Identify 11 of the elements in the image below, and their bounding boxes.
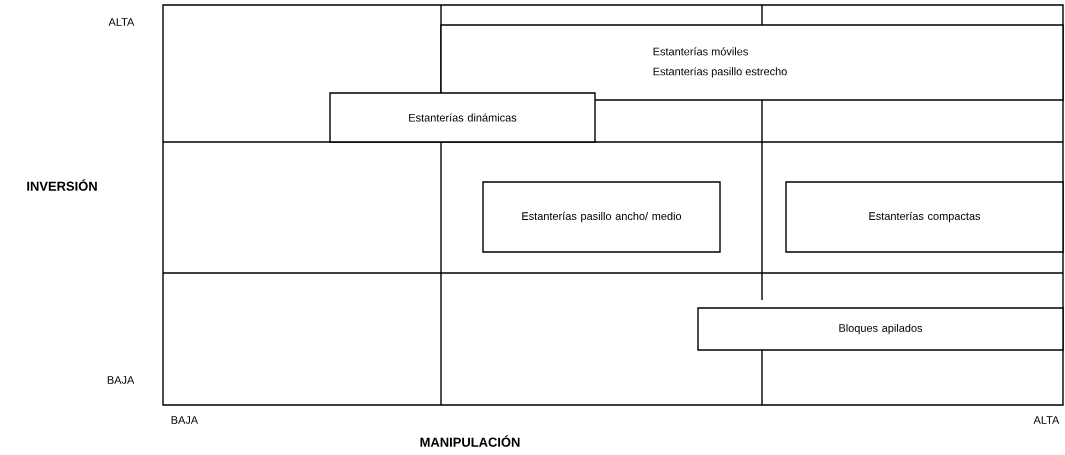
- category-box: Bloques apilados: [697, 307, 1064, 351]
- category-label: Estanterías móviles Estanterías pasillo estrecho: [653, 47, 787, 78]
- axis-label: INVERSIÓN: [27, 179, 97, 191]
- axis-label: ALTA: [1033, 416, 1060, 424]
- axis-label: BAJA: [107, 376, 135, 384]
- category-box: Estanterías dinámicas: [329, 92, 596, 143]
- category-box: Estanterías compactas: [785, 181, 1064, 253]
- axis-label: MANIPULACIÓN: [420, 435, 520, 447]
- category-box: Estanterías pasillo ancho/ medio: [482, 181, 721, 253]
- axis-label: ALTA: [108, 18, 135, 26]
- axis-label: BAJA: [171, 416, 199, 424]
